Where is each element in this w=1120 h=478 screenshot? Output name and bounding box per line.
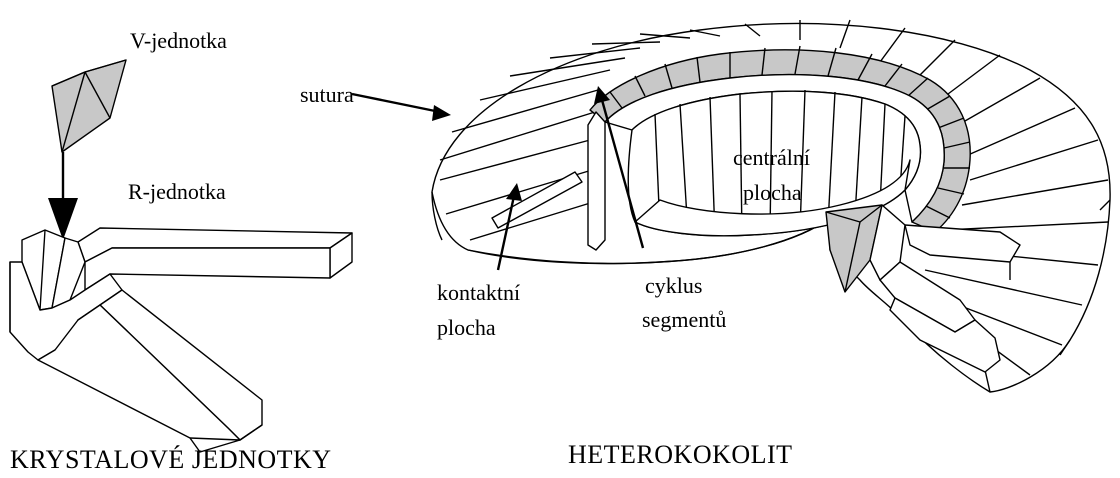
sutura-arrow (352, 94, 451, 121)
caption-crystal-units: KRYSTALOVÉ JEDNOTKY (10, 445, 332, 473)
segment-cycle-label-line1: cyklus (645, 273, 702, 298)
v-unit-label: V-jednotka (130, 28, 227, 53)
sutura-label: sutura (300, 82, 354, 107)
contact-area-label-line1: kontaktní (437, 280, 520, 305)
caption-heterococcolith: HETEROKOKOLIT (568, 440, 793, 469)
central-area-label-line1: centrální (733, 145, 810, 170)
contact-area-label-line2: plocha (437, 315, 496, 340)
central-area-label-line2: plocha (743, 180, 802, 205)
r-unit-label: R-jednotka (128, 179, 226, 204)
r-unit-drawing (10, 228, 352, 452)
segment-cycle-label-line2: segmentů (642, 307, 726, 332)
heterococcolith-drawing (432, 20, 1110, 392)
drop-arrow (48, 152, 78, 240)
v-unit-drawing (52, 60, 126, 152)
